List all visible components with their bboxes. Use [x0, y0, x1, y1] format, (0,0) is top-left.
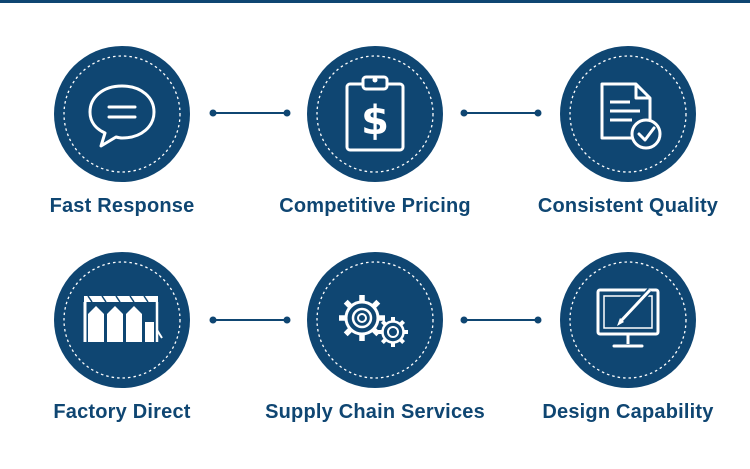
speech-bubble-icon	[54, 46, 190, 182]
connector-line	[460, 315, 542, 325]
feature-label: Factory Direct	[53, 401, 191, 423]
factory-silo-icon	[54, 252, 190, 388]
svg-text:$: $	[361, 98, 389, 144]
dollar-clipboard-icon: $	[307, 46, 443, 182]
connector-line	[209, 315, 291, 325]
document-check-icon	[560, 46, 696, 182]
monitor-pen-icon	[560, 252, 696, 388]
gears-icon	[307, 252, 443, 388]
feature-label: Design Capability	[542, 401, 714, 423]
feature-label: Consistent Quality	[537, 195, 719, 217]
feature-label: Competitive Pricing	[279, 195, 471, 217]
top-divider	[0, 0, 750, 3]
feature-label: Fast Response	[49, 195, 195, 217]
connector-line	[209, 108, 291, 118]
connector-line	[460, 108, 542, 118]
feature-label: Supply Chain Services	[265, 401, 485, 423]
